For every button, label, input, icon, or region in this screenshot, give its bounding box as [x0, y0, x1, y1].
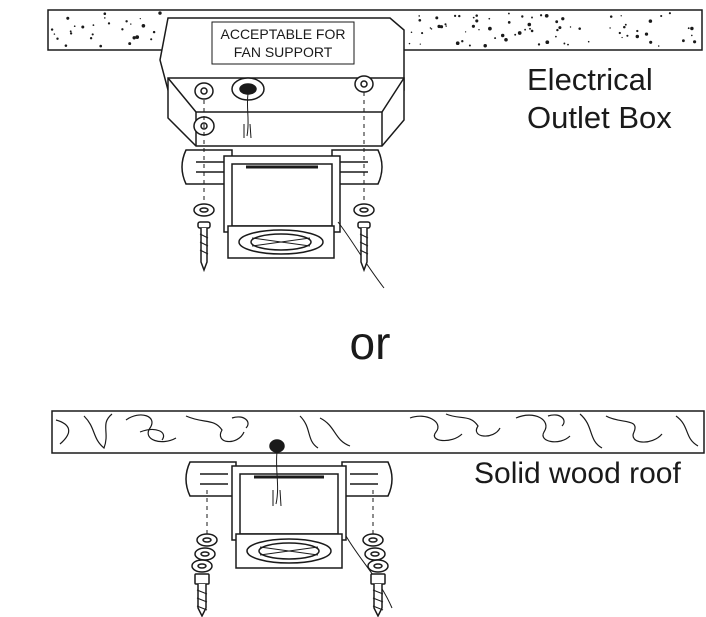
- bottom-bolt-left: [191, 533, 218, 617]
- electrical-outlet-box: [159, 17, 405, 147]
- box-stamp-line1: ACCEPTABLE FOR: [221, 26, 346, 42]
- mounting-bracket-bottom: [185, 439, 393, 609]
- outlet-box-label-line1: Electrical: [527, 62, 653, 97]
- top-screw-right: [353, 203, 375, 273]
- bottom-bolt-right: [362, 533, 389, 617]
- separator-or: or: [350, 317, 391, 369]
- top-screw-left: [193, 203, 215, 273]
- wood-grain-texture: [55, 413, 699, 450]
- box-stamp-line2: FAN SUPPORT: [234, 44, 333, 60]
- top-guide-lines: [203, 92, 365, 200]
- concrete-speckle-texture: [50, 11, 697, 48]
- wood-beam: [51, 410, 705, 454]
- mounting-bracket-top: [181, 149, 385, 289]
- outlet-box-label-line2: Outlet Box: [527, 100, 672, 135]
- wood-roof-label: Solid wood roof: [474, 457, 681, 490]
